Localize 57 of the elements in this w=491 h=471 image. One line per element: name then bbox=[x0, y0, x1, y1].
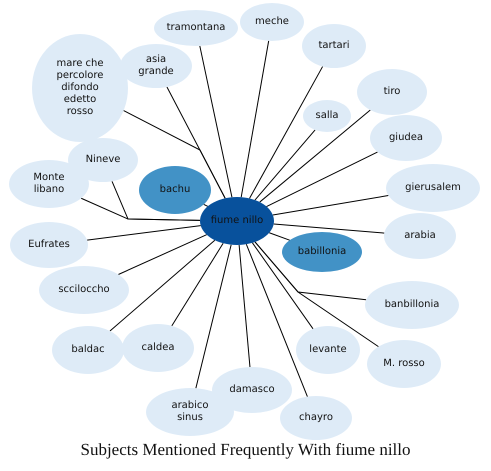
node-label: caldea bbox=[141, 342, 175, 354]
node-label: giudea bbox=[388, 132, 424, 144]
connector-line bbox=[266, 152, 378, 208]
connector-line bbox=[199, 45, 232, 198]
node-label: tramontana bbox=[166, 22, 226, 34]
node-label: bachu bbox=[160, 184, 190, 196]
ellipse-node bbox=[240, 3, 304, 41]
node-label: tartari bbox=[318, 40, 350, 52]
node-label: mare che percolore difondo edetto rosso bbox=[55, 58, 105, 118]
node-label: babillonia bbox=[298, 246, 346, 258]
connector-line bbox=[240, 40, 270, 198]
node-label: meche bbox=[255, 16, 289, 28]
node-label: chayro bbox=[299, 412, 333, 424]
connector-line bbox=[166, 86, 226, 199]
connector-line bbox=[109, 240, 216, 332]
connector-line bbox=[273, 224, 385, 234]
connector-line bbox=[118, 234, 208, 275]
connector-line bbox=[86, 225, 202, 241]
connector-line bbox=[171, 242, 224, 326]
ellipse-node bbox=[303, 100, 351, 132]
connector-line bbox=[80, 198, 201, 221]
connector-line bbox=[249, 66, 324, 199]
node-label: Nineve bbox=[86, 154, 120, 166]
ellipse-node bbox=[280, 396, 352, 440]
connector-line bbox=[238, 244, 250, 368]
node-label: levante bbox=[309, 344, 347, 356]
connector-line bbox=[252, 242, 314, 330]
node-label: damasco bbox=[229, 384, 275, 396]
connector-line bbox=[254, 129, 316, 201]
node-label: arabia bbox=[404, 230, 436, 242]
ellipse-node bbox=[39, 266, 129, 314]
ellipse-node bbox=[296, 326, 360, 374]
node-label: arabico sinus bbox=[170, 400, 210, 424]
ellipse-node bbox=[370, 115, 442, 161]
ellipse-node bbox=[139, 166, 211, 214]
node-label: baldac bbox=[71, 344, 105, 356]
node-label: Eufrates bbox=[28, 239, 70, 251]
node-label: asia grande bbox=[137, 54, 175, 78]
node-label: M. rosso bbox=[383, 358, 425, 370]
ellipse-node bbox=[302, 24, 366, 68]
node-label: tiro bbox=[384, 86, 400, 98]
node-label: salla bbox=[315, 110, 339, 122]
connector-line bbox=[272, 195, 389, 216]
node-label: scciloccho bbox=[58, 284, 110, 296]
connector-line bbox=[195, 244, 232, 389]
ellipse-node bbox=[154, 10, 238, 46]
node-label: Monte libano bbox=[32, 172, 66, 196]
node-label: banbillonia bbox=[384, 299, 440, 311]
connector-line bbox=[254, 241, 379, 348]
ellipse-node bbox=[282, 232, 362, 272]
connector-line bbox=[268, 232, 290, 241]
ellipse-node bbox=[200, 197, 274, 245]
connector-line bbox=[246, 244, 308, 398]
node-label: gierusalem bbox=[405, 182, 461, 194]
connector-line bbox=[259, 110, 371, 203]
chart-title: Subjects Mentioned Frequently With fiume nillo bbox=[80, 440, 412, 460]
node-label: fiume nillo bbox=[210, 215, 264, 227]
